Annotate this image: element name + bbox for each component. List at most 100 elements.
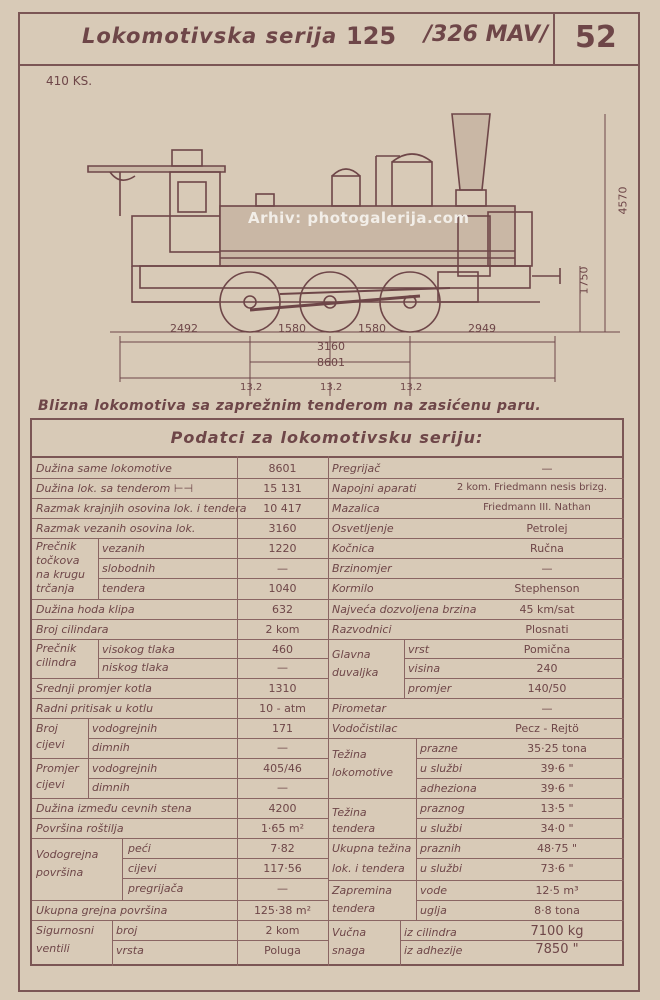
group-label: Prečnik xyxy=(36,540,77,553)
group-label: duvaljka xyxy=(332,666,379,679)
row-value: 460 xyxy=(272,643,293,656)
power-rating: 410 KS. xyxy=(46,74,93,88)
old-designation: /326 MAV/ xyxy=(424,22,549,47)
group-label: cijevi xyxy=(36,738,65,751)
locomotive-drawing xyxy=(87,113,620,396)
row-value: 7·82 xyxy=(270,842,295,855)
series-label: Lokomotivska serija xyxy=(82,24,338,48)
row-label: visina xyxy=(408,662,441,675)
row-label: Broj cilindara xyxy=(36,623,109,636)
row-value: 7100 kg xyxy=(530,924,584,939)
row-value: 140/50 xyxy=(527,682,567,695)
row-label: broj xyxy=(116,924,138,937)
group-label: Broj xyxy=(36,722,58,735)
dim-label: 1750 xyxy=(577,266,591,295)
row-label: Dužina same lokomotive xyxy=(36,462,172,475)
row-label: adheziona xyxy=(420,782,477,795)
row-label: vrst xyxy=(408,643,430,656)
axle-load: 13.2 xyxy=(240,382,263,393)
row-label: Osvetljenje xyxy=(332,522,394,535)
row-value: — xyxy=(277,882,288,895)
row-label: Brzinomjer xyxy=(332,562,392,575)
group-label: Promjer xyxy=(36,762,79,775)
row-value: 12·5 m³ xyxy=(535,884,579,897)
row-label: visokog tlaka xyxy=(102,643,175,656)
row-value: 7850 " xyxy=(535,942,579,957)
row-value: Stephenson xyxy=(514,582,580,595)
document-sheet: Lokomotivska serija 125 /326 MAV/ 52 410… xyxy=(18,12,640,992)
header: Lokomotivska serija 125 /326 MAV/ 52 xyxy=(20,14,638,66)
axle-load: 13.2 xyxy=(400,382,423,393)
row-value: 3160 xyxy=(268,522,297,535)
row-label: Razmak vezanih osovina lok. xyxy=(36,522,196,535)
page-number: 52 xyxy=(575,20,617,55)
row-label: Razmak krajnjih osovina lok. i tendera xyxy=(36,502,247,515)
row-value: Plosnati xyxy=(525,623,569,636)
group-label: Zapremina xyxy=(332,884,393,897)
row-label: Razvodnici xyxy=(332,623,392,636)
group-label: Težina xyxy=(332,806,367,819)
row-label: Dužina hoda klipa xyxy=(36,603,135,616)
row-value: 39·6 " xyxy=(540,762,574,775)
header-divider xyxy=(553,14,555,64)
row-label: cijevi xyxy=(128,862,157,875)
dim-label: 2949 xyxy=(468,322,496,335)
row-label: Pirometar xyxy=(332,702,387,715)
row-value: 1040 xyxy=(268,582,297,595)
group-label: površina xyxy=(36,866,84,879)
group-label: Prečnik xyxy=(36,642,77,655)
row-value: 35·25 tona xyxy=(527,742,587,755)
row-value: Ručna xyxy=(530,542,564,555)
row-value: 39·6 " xyxy=(540,782,574,795)
row-label: vodogrejnih xyxy=(92,762,158,775)
row-value: — xyxy=(541,702,553,715)
group-label: na krugu xyxy=(36,568,86,581)
row-label: pregrijača xyxy=(128,882,184,895)
row-label: iz cilindra xyxy=(404,926,457,939)
row-label: vezanih xyxy=(102,542,145,555)
group-label: lok. i tendera xyxy=(332,862,405,875)
row-label: dimnih xyxy=(92,741,130,754)
row-value: 48·75 " xyxy=(536,842,578,855)
row-value: — xyxy=(277,562,288,575)
row-value: 2 kom xyxy=(265,924,300,937)
row-label: peći xyxy=(128,842,151,855)
group-label: Težina xyxy=(332,748,367,761)
group-label: tendera xyxy=(332,902,376,915)
row-value: 4200 xyxy=(268,802,297,815)
row-value: 15 131 xyxy=(263,482,302,495)
group-label: trčanja xyxy=(36,582,75,595)
dim-label: 8601 xyxy=(317,356,345,369)
row-label: prazne xyxy=(420,742,458,755)
row-label: dimnih xyxy=(92,781,130,794)
row-value: 10 417 xyxy=(263,502,302,515)
dim-label: 1580 xyxy=(278,322,306,335)
group-label: lokomotive xyxy=(332,766,393,779)
group-label: cijevi xyxy=(36,778,65,791)
row-label: tendera xyxy=(102,582,146,595)
spec-table: Podatci za lokomotivsku seriju: Dužina s… xyxy=(30,418,624,966)
row-value: 2 kom xyxy=(265,623,300,636)
row-label: Napojni aparati xyxy=(332,482,417,495)
row-label: Ukupna grejna površina xyxy=(36,904,168,917)
row-label: u službi xyxy=(420,862,463,875)
row-value: 73·6 " xyxy=(540,862,574,875)
dim-label: 2492 xyxy=(170,322,198,335)
row-label: Dužina lok. sa tenderom ⊢⊣ xyxy=(36,482,194,495)
group-label: Ukupna težina xyxy=(332,842,412,855)
row-value: — xyxy=(541,462,553,475)
row-value: 45 km/sat xyxy=(519,603,575,616)
group-label: Glavna xyxy=(332,648,371,661)
axle-load: 13.2 xyxy=(320,382,343,393)
group-label: Vučna xyxy=(332,926,367,939)
row-value: Petrolej xyxy=(526,522,568,535)
group-label: cilindra xyxy=(36,656,77,669)
row-value: Pecz - Rejtö xyxy=(515,722,579,735)
row-label: Pregrijač xyxy=(332,462,381,475)
row-label: vrsta xyxy=(116,944,144,957)
row-value: 240 xyxy=(536,662,558,675)
row-label: promjer xyxy=(408,682,452,695)
group-label: snaga xyxy=(332,944,366,957)
series-number: 125 xyxy=(346,22,397,50)
